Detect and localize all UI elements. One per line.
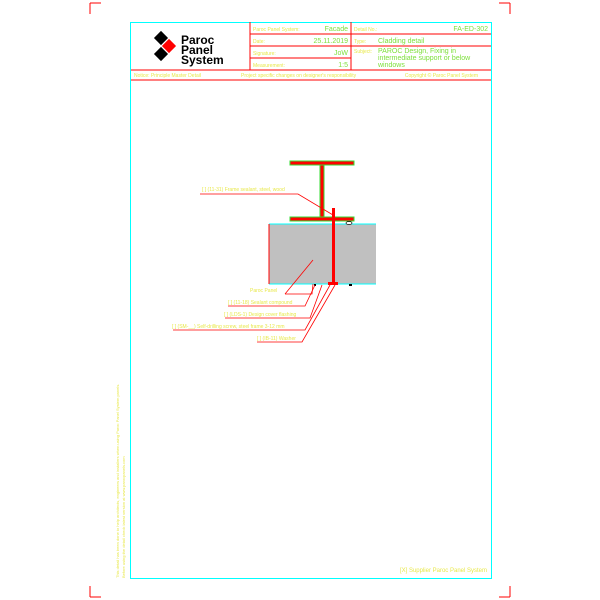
washer [328,282,338,285]
crop-marks [89,2,511,598]
self-drilling-screw [332,208,335,285]
measurement-value: 1:5 [338,62,348,69]
date-label: Date: [253,39,265,45]
logo-text-3: System [181,53,224,67]
beam-bottom-flange [289,216,355,222]
side-note-line-2: Before using the detail check latest ver… [121,456,126,578]
signature-value: JoW [334,50,348,57]
side-note-line-1: This detail has been done to help archit… [115,384,120,578]
callout-flashing: [ ] (LDS-1) Design cover flashing [224,312,296,318]
logo-text-1: Paroc [181,33,215,47]
detail-drawing: [ ] (11-31) Frame sealant, steel, wood P… [172,160,376,343]
copyright-text: Copyright © Paroc Panel System [405,72,478,79]
system-label: Paroc Panel System: [253,27,300,33]
signature-label: Signature: [253,51,276,57]
detail-no-label: Detail No.: [354,27,377,33]
logo-text-2: Panel [181,43,213,57]
subject-line-1: PAROC Design, Fixing in [378,48,456,55]
date-value: 25.11.2019 [313,38,348,45]
paroc-logo: Paroc Panel System [153,30,224,67]
beam-top-flange [289,160,355,166]
project-note: Project specific changes on designer's r… [241,73,357,79]
notice-text: Notice: Principle Master Detail [134,73,201,79]
callout-paroc-panel: Paroc Panel [250,288,277,294]
callout-washer: [ ] (IB-11) Washer [257,336,296,342]
detail-no-value: FA-ED-302 [453,26,488,33]
side-note: This detail has been done to help archit… [115,384,126,578]
callout-frame-sealant: [ ] (11-31) Frame sealant, steel, wood [202,187,285,193]
callout-sealant: [ ] (11-18) Sealant compound [228,300,293,306]
type-label: Type: [354,39,366,45]
measurement-label: Measurement: [253,63,285,69]
paroc-panel [269,224,376,284]
subject-line-3: windows [377,62,405,69]
subject-line-2: intermediate support or below [378,55,471,62]
title-block-grid [131,22,491,81]
callout-screw: [ ] (SM-__) Self-drilling screw, steel f… [172,324,285,330]
system-value: Facade [325,26,348,33]
supplier-text: [X] Supplier Paroc Panel System [400,568,487,574]
sheet-frame [130,22,492,579]
subject-label: Subject: [354,49,372,55]
type-value: Cladding detail [378,38,425,45]
